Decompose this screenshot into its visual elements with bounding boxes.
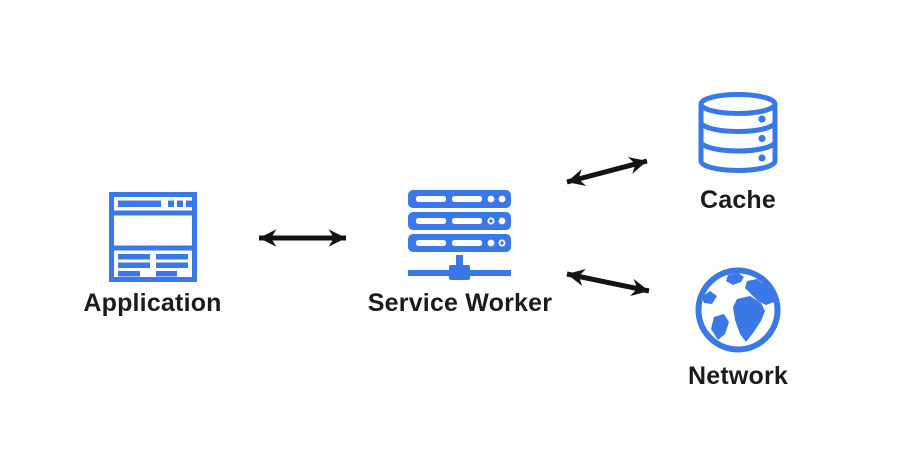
node-cache: Cache <box>658 92 818 215</box>
node-service-worker: Service Worker <box>350 190 570 318</box>
node-network: Network <box>656 266 820 391</box>
browser-window-icon <box>108 192 197 282</box>
database-icon <box>698 92 778 173</box>
edge-service-worker-cache <box>566 156 648 187</box>
node-label-cache: Cache <box>699 186 777 214</box>
globe-icon <box>695 267 781 353</box>
server-stack-icon <box>408 190 511 280</box>
node-label-network: Network <box>687 362 789 390</box>
node-label-service-worker: Service Worker <box>367 289 553 317</box>
node-label-application: Application <box>83 289 222 317</box>
node-application: Application <box>55 192 250 318</box>
edge-service-worker-network <box>566 268 650 297</box>
